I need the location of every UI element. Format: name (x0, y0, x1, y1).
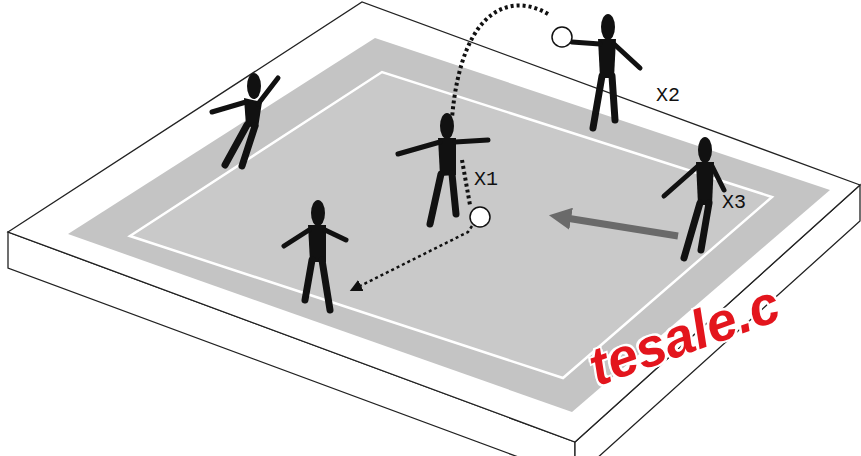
ball-path (452, 5, 548, 118)
ball-path (462, 160, 470, 205)
ball (552, 27, 572, 47)
player-label: X3 (722, 193, 746, 213)
player-figure (212, 73, 278, 166)
pass-path (352, 226, 472, 290)
player-figure (664, 137, 724, 258)
ball (470, 207, 490, 227)
player-label: X1 (474, 170, 498, 190)
player-figure (398, 113, 488, 224)
player-figure (572, 14, 640, 128)
court-surface (68, 38, 830, 412)
movement-arrow (560, 217, 678, 236)
player-figure (284, 200, 346, 310)
platform-top (8, 2, 860, 442)
player-label: X2 (656, 86, 680, 106)
